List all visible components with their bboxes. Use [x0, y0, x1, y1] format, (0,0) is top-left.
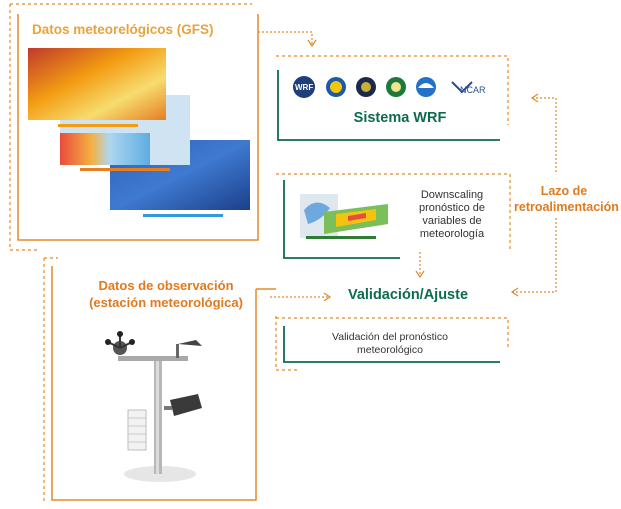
- noaa-logo-icon: [416, 77, 436, 97]
- validation-title: Validación/Ajuste: [347, 287, 469, 303]
- feedback-line-2: retroalimentación: [514, 200, 619, 214]
- dod-logo-icon: [356, 77, 376, 97]
- gfs-map-stack: [28, 48, 250, 217]
- gfs-title: Datos meteorelógicos (GFS): [32, 22, 214, 37]
- validation-sub-line-1: Validación del pronóstico: [332, 331, 448, 343]
- observation-title: Datos de observación (estación meteoroló…: [68, 277, 264, 311]
- observation-line-2: (estación meteorológica): [89, 295, 243, 310]
- doe-logo-icon: [386, 77, 406, 97]
- wrf-logo-row: WRF NCAR: [292, 74, 502, 100]
- feedback-line-1: Lazo de: [540, 184, 588, 198]
- wrf-title: Sistema WRF: [353, 110, 447, 126]
- gfs-map-1: [28, 48, 166, 120]
- wrf-logo-text: WRF: [295, 83, 313, 92]
- observation-line-1: Datos de observación: [98, 278, 234, 293]
- ncar-logo-icon: NCAR: [451, 81, 486, 95]
- nsf-logo-icon: [326, 77, 346, 97]
- feedback-loop-label: Lazo de retroalimentación: [514, 183, 619, 215]
- weather-station-icon: [105, 331, 202, 482]
- downscaling-text: Downscaling pronóstico de variables de m…: [418, 189, 486, 240]
- wrf-logo-icon: WRF: [293, 76, 315, 98]
- validation-subtitle: Validación del pronóstico meteorológico: [300, 331, 480, 357]
- downscaling-3d-map: [300, 194, 388, 239]
- ncar-logo-text: NCAR: [460, 85, 486, 95]
- validation-sub-line-2: meteorológico: [357, 344, 423, 356]
